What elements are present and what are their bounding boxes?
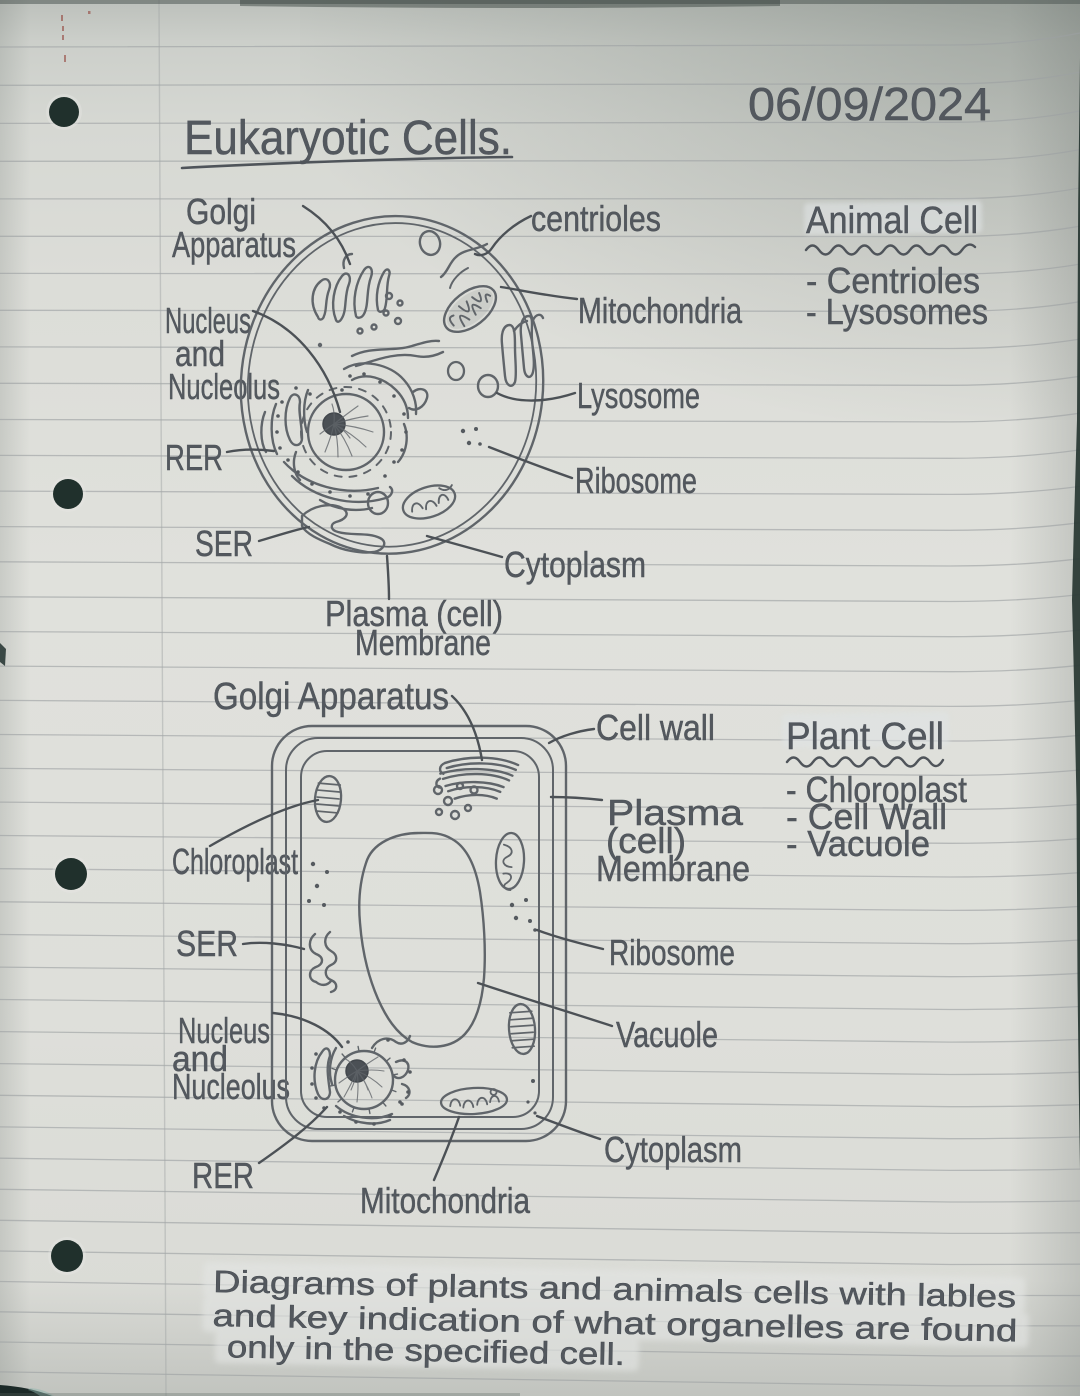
svg-text:- Cell Wall: - Cell Wall xyxy=(786,796,947,837)
svg-text:Cell wall: Cell wall xyxy=(596,707,715,748)
svg-text:(cell): (cell) xyxy=(606,820,686,861)
svg-text:and: and xyxy=(175,333,225,374)
svg-text:Eukaryotic Cells.: Eukaryotic Cells. xyxy=(184,112,512,165)
svg-text:- Lysosomes: - Lysosomes xyxy=(806,291,988,332)
svg-text:Nucleolus: Nucleolus xyxy=(168,366,280,407)
svg-text:SER: SER xyxy=(195,523,253,564)
svg-text:Animal Cell: Animal Cell xyxy=(806,200,978,242)
svg-text:Vacuole: Vacuole xyxy=(616,1014,718,1055)
svg-text:Golgi: Golgi xyxy=(186,191,256,232)
svg-text:Chloroplast: Chloroplast xyxy=(172,841,298,882)
svg-text:Nucleolus: Nucleolus xyxy=(172,1066,290,1107)
svg-text:Lysosome: Lysosome xyxy=(577,375,700,416)
svg-text:Plasma (cell): Plasma (cell) xyxy=(325,593,503,634)
svg-text:only in the specified cell.: only in the specified cell. xyxy=(227,1329,626,1372)
svg-text:Golgi Apparatus: Golgi Apparatus xyxy=(213,676,449,718)
svg-text:Ribosome: Ribosome xyxy=(609,932,735,973)
svg-text:Plant Cell: Plant Cell xyxy=(786,716,944,758)
svg-text:Mitochondria: Mitochondria xyxy=(360,1180,531,1221)
svg-text:- Chloroplast: - Chloroplast xyxy=(786,769,967,810)
svg-text:centrioles: centrioles xyxy=(531,198,661,239)
svg-text:Plasma: Plasma xyxy=(607,792,744,833)
svg-text:and: and xyxy=(172,1038,228,1079)
svg-text:Mitochondria: Mitochondria xyxy=(578,290,743,331)
svg-text:Ribosome: Ribosome xyxy=(575,460,697,501)
svg-text:Membrane: Membrane xyxy=(596,848,750,889)
svg-text:06/09/2024: 06/09/2024 xyxy=(748,78,991,130)
svg-text:SER: SER xyxy=(176,923,238,964)
svg-text:- Vacuole: - Vacuole xyxy=(786,823,930,864)
svg-text:RER: RER xyxy=(192,1155,254,1196)
svg-text:- Centrioles: - Centrioles xyxy=(806,260,980,301)
svg-text:RER: RER xyxy=(165,437,223,478)
svg-text:Nucleus: Nucleus xyxy=(178,1010,270,1051)
svg-text:Nucleus: Nucleus xyxy=(165,300,251,341)
svg-text:Cytoplasm: Cytoplasm xyxy=(604,1129,742,1170)
svg-text:Membrane: Membrane xyxy=(355,622,491,663)
svg-text:Apparatus: Apparatus xyxy=(172,224,296,265)
svg-text:Cytoplasm: Cytoplasm xyxy=(504,544,646,585)
